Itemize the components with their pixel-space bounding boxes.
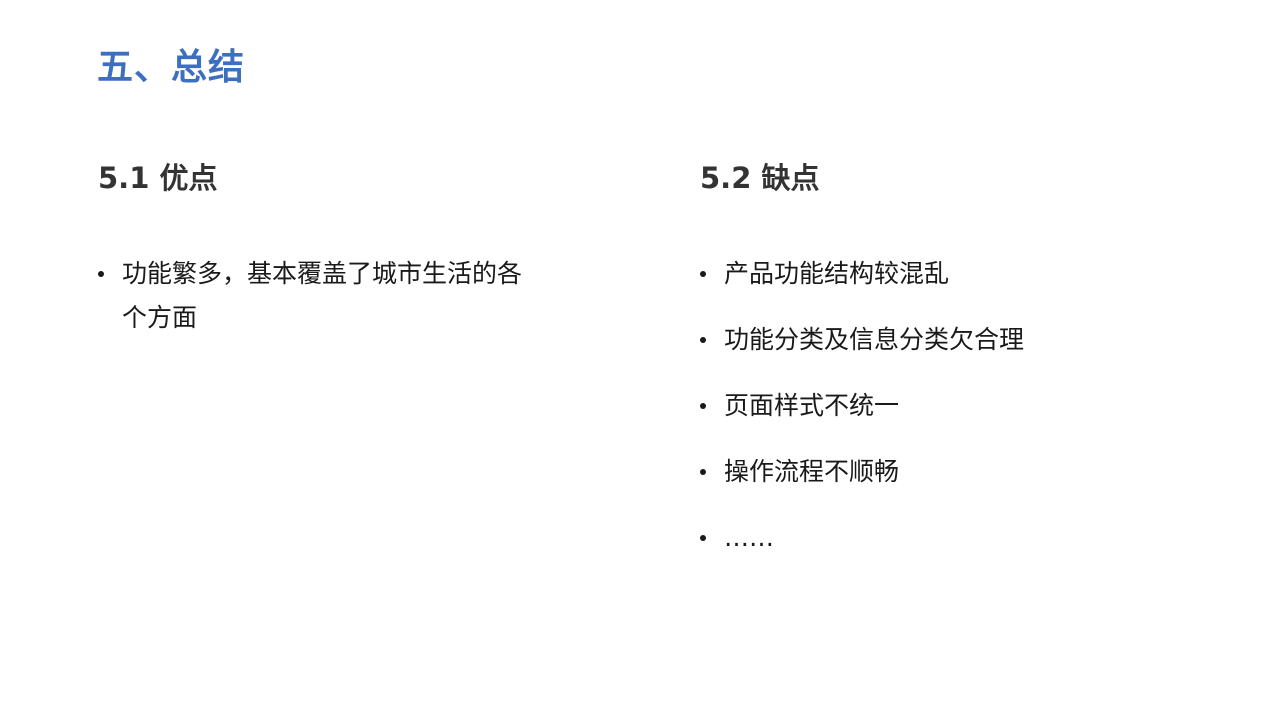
list-item-text: 产品功能结构较混乱 [724,259,950,288]
list-item-text: 功能分类及信息分类欠合理 [724,325,1025,354]
list-item: 产品功能结构较混乱 [700,252,1170,296]
bullet-icon [98,271,104,277]
list-item: 页面样式不统一 [700,384,1170,428]
bullet-icon [700,271,706,277]
list-item-text: …… [724,523,774,552]
bullet-icon [700,535,706,541]
list-item-text: 操作流程不顺畅 [724,457,900,486]
list-item: …… [700,516,1170,560]
page-title: 五、总结 [97,47,246,88]
list-item: 功能分类及信息分类欠合理 [700,318,1170,362]
cons-heading: 5.2 缺点 [700,161,820,195]
cons-section: 5.2 缺点 产品功能结构较混乱 功能分类及信息分类欠合理 页面样式不统一 操作… [700,156,1170,552]
bullet-icon [700,469,706,475]
list-item-text: 页面样式不统一 [724,391,900,420]
pros-section: 5.1 优点 功能繁多，基本覆盖了城市生活的各个方面 [98,156,568,332]
list-item: 操作流程不顺畅 [700,450,1170,494]
list-item-text: 功能繁多，基本覆盖了城市生活的各个方面 [122,259,523,332]
cons-list: 产品功能结构较混乱 功能分类及信息分类欠合理 页面样式不统一 操作流程不顺畅 …… [700,252,1170,582]
list-item: 功能繁多，基本覆盖了城市生活的各个方面 [98,252,542,340]
bullet-icon [700,403,706,409]
bullet-icon [700,337,706,343]
pros-heading: 5.1 优点 [98,161,218,195]
pros-list: 功能繁多，基本覆盖了城市生活的各个方面 [98,252,568,340]
